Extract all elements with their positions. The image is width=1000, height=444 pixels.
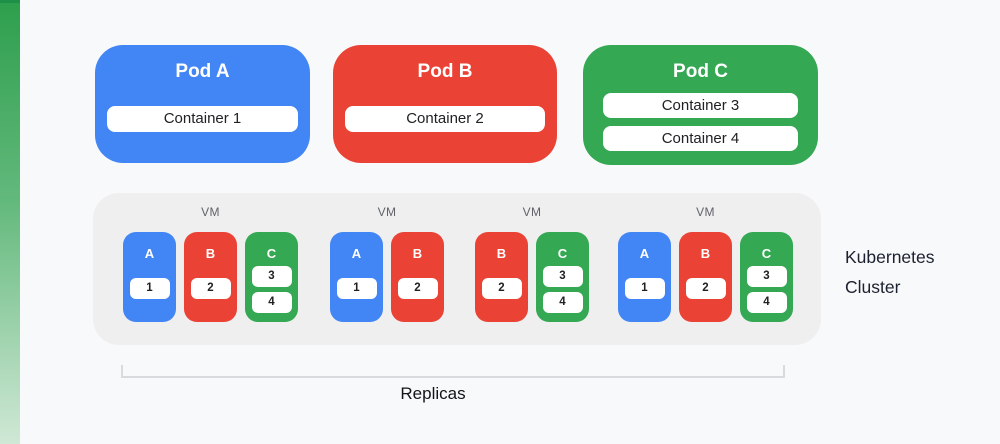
mini-pod-letter: A [351,246,362,261]
mini-container-box: 2 [397,278,438,299]
mini-container-boxes: 1 [624,278,665,299]
pod-title: Pod A [175,61,230,82]
mini-pod-letter: C [761,246,772,261]
mini-container-box: 2 [685,278,726,299]
mini-container-boxes: 1 [336,278,377,299]
mini-pod-letter: B [412,246,423,261]
mini-container-boxes: 2 [190,278,231,299]
container-box: Container 2 [345,106,545,132]
mini-pod-letter: B [205,246,216,261]
mini-pod-letter: C [266,246,277,261]
mini-pod-letter: A [639,246,650,261]
pod-containers: Container 3 Container 4 [603,93,798,151]
mini-container-box: 4 [542,292,583,313]
accent-gradient-bar [0,0,20,444]
pod-title: Pod C [673,61,728,82]
mini-pod-letter: B [700,246,711,261]
mini-pod-letter: B [496,246,507,261]
mini-container-box: 2 [481,278,522,299]
vm-label: VM [201,205,220,219]
mini-pod-letter: A [144,246,155,261]
mini-container-boxes: 2 [397,278,438,299]
mini-container-box: 2 [190,278,231,299]
container-box: Container 3 [603,93,798,118]
mini-container-box: 4 [746,292,787,313]
pod-title: Pod B [417,61,473,82]
pod-containers: Container 2 [345,106,545,132]
vm-label: VM [696,205,715,219]
vm-label: VM [377,205,397,219]
replicas-label: Replicas [400,384,466,403]
mini-container-box: 1 [129,278,170,299]
container-box: Container 1 [107,106,298,132]
pod-a: Pod A Container 1 [95,45,310,163]
mini-container-box: 1 [624,278,665,299]
mini-container-box: 3 [542,266,583,287]
mini-container-boxes: 2 [685,278,726,299]
mini-container-boxes: 2 [481,278,522,299]
replicas-bracket [121,365,785,378]
vm-label: VM [522,205,542,219]
mini-container-boxes: 1 [129,278,170,299]
mini-container-box: 1 [336,278,377,299]
mini-pod-letter: C [557,246,568,261]
pod-containers: Container 1 [107,106,298,132]
pod-c: Pod C Container 3 Container 4 [583,45,818,165]
container-box: Container 4 [603,126,798,151]
mini-container-box: 4 [251,292,292,313]
mini-container-box: 3 [251,266,292,287]
pod-b: Pod B Container 2 [333,45,557,163]
kubernetes-cluster-label: Kubernetes Cluster [845,247,935,297]
mini-container-box: 3 [746,266,787,287]
